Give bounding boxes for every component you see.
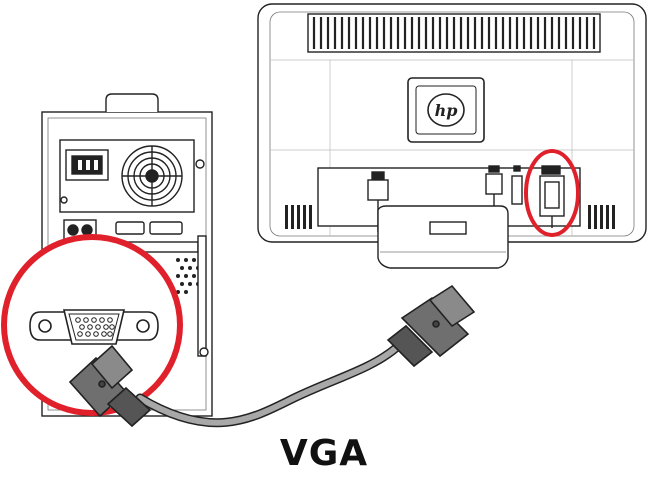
vga-cable-icon	[135, 343, 401, 428]
top-vent-grille	[307, 13, 601, 53]
psu-fan-icon	[121, 145, 183, 207]
dvi-port-icon	[485, 165, 503, 214]
vga-connector-right-icon	[386, 284, 476, 368]
monitor-vga-highlight-ring	[524, 149, 580, 237]
monitor-stand	[377, 205, 509, 269]
vga-connector-left-icon	[68, 344, 152, 428]
vga-port-monitor-icon	[539, 165, 565, 228]
vga-port-icon	[29, 309, 159, 345]
monitor-back-icon: hp	[257, 3, 647, 269]
small-port-icon	[511, 165, 523, 205]
power-socket-icon	[65, 149, 109, 181]
monitor-logo-text: hp	[435, 101, 458, 120]
connector-type-caption: VGA	[279, 433, 369, 474]
hp-logo-icon: hp	[407, 77, 485, 143]
zoomed-vga-port	[1, 234, 183, 416]
side-vents	[285, 205, 615, 229]
